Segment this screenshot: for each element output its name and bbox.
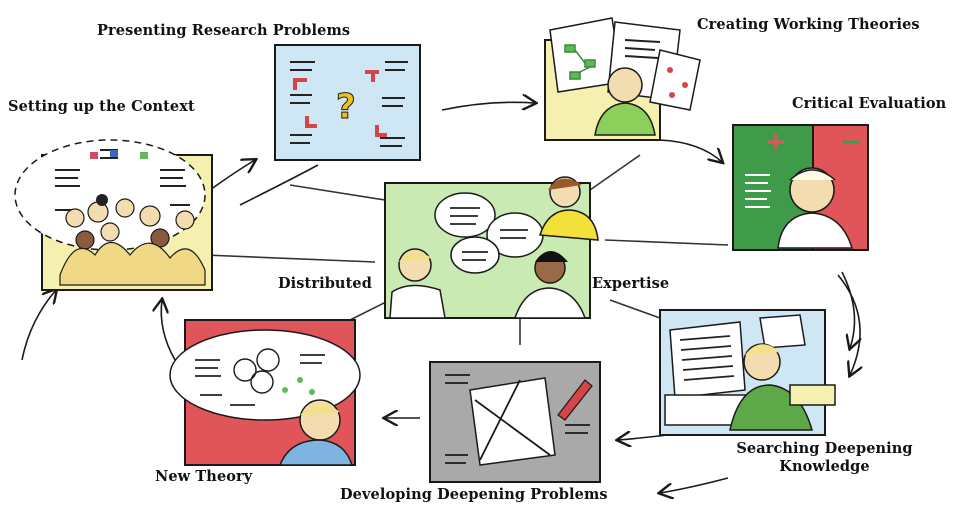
- label-searching-line2: Knowledge: [779, 458, 870, 475]
- label-new-theory: New Theory: [155, 468, 253, 485]
- arrow-outer-bottom: [660, 477, 729, 493]
- searching-illustration: [659, 309, 836, 436]
- arrow-outer-left: [21, 290, 56, 361]
- arrow-evaluation-to-searching: [841, 271, 855, 348]
- plus-icon: +: [765, 127, 787, 157]
- problems-illustration: ?: [274, 44, 421, 161]
- arrow-context-to-problems: [209, 160, 255, 191]
- developing-illustration: [429, 361, 601, 483]
- label-presenting-research-problems: Presenting Research Problems: [97, 22, 351, 39]
- label-searching-deepening-knowledge: Searching Deepening Knowledge: [722, 440, 927, 476]
- arrow-newtheory-to-context: [161, 300, 176, 361]
- spoke-lines: [204, 154, 729, 345]
- minus-icon: −: [840, 127, 862, 157]
- arrow-theories-to-evaluation: [659, 139, 722, 162]
- new-theory-illustration: [169, 319, 361, 466]
- context-illustration: [14, 139, 213, 291]
- arrow-outer-right: [837, 274, 860, 375]
- arrow-problems-to-theories: [441, 102, 535, 110]
- center-illustration: [384, 176, 599, 319]
- label-expertise: Expertise: [592, 275, 670, 292]
- theories-illustration: [544, 17, 701, 141]
- label-distributed: Distributed: [278, 275, 372, 292]
- question-mark-icon: ?: [336, 87, 356, 127]
- label-creating-working-theories: Creating Working Theories: [697, 16, 920, 33]
- label-developing-deepening-problems: Developing Deepening Problems: [340, 486, 608, 503]
- label-setting-up-context: Setting up the Context: [8, 98, 195, 115]
- label-critical-evaluation: Critical Evaluation: [792, 95, 947, 112]
- arrow-outer-top: [239, 164, 319, 206]
- evaluation-illustration: + −: [732, 124, 869, 251]
- label-searching-line1: Searching Deepening: [736, 440, 913, 457]
